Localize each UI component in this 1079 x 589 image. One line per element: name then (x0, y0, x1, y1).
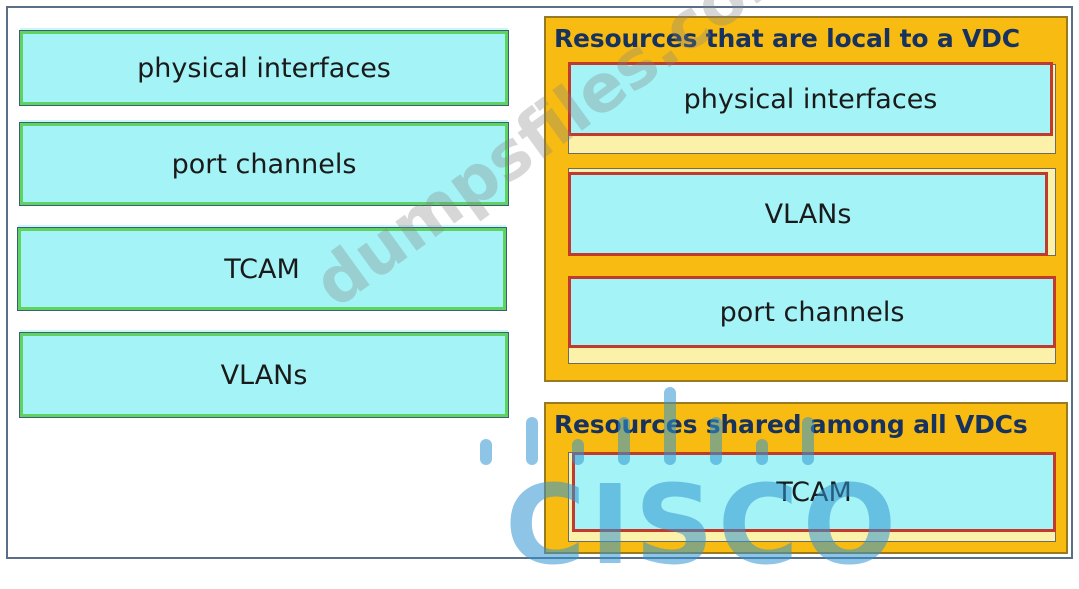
source-item-physical-interfaces[interactable]: physical interfaces (20, 31, 508, 105)
shared-resources-panel: Resources shared among all VDCs TCAM (544, 402, 1068, 554)
target-item-physical-interfaces[interactable]: physical interfaces (568, 62, 1053, 136)
target-item-label: TCAM (776, 476, 852, 508)
target-item-tcam[interactable]: TCAM (572, 452, 1056, 532)
local-resources-panel: Resources that are local to a VDC physic… (544, 16, 1068, 382)
target-item-label: physical interfaces (683, 83, 938, 115)
source-item-label: physical interfaces (137, 52, 391, 84)
source-item-port-channels[interactable]: port channels (20, 123, 508, 205)
target-item-label: port channels (719, 296, 905, 328)
source-item-vlans[interactable]: VLANs (20, 333, 508, 417)
target-item-vlans[interactable]: VLANs (568, 172, 1048, 256)
source-item-label: VLANs (220, 359, 308, 391)
cisco-logo-wordmark: CISCO (505, 461, 901, 589)
source-item-tcam[interactable]: TCAM (18, 228, 506, 310)
target-item-port-channels[interactable]: port channels (568, 276, 1056, 348)
source-item-label: TCAM (224, 253, 300, 285)
target-item-label: VLANs (764, 198, 852, 230)
panel-title: Resources shared among all VDCs (554, 410, 1028, 439)
source-item-label: port channels (171, 148, 357, 180)
cisco-logo-bars-icon (460, 385, 820, 465)
panel-title: Resources that are local to a VDC (554, 24, 1020, 53)
